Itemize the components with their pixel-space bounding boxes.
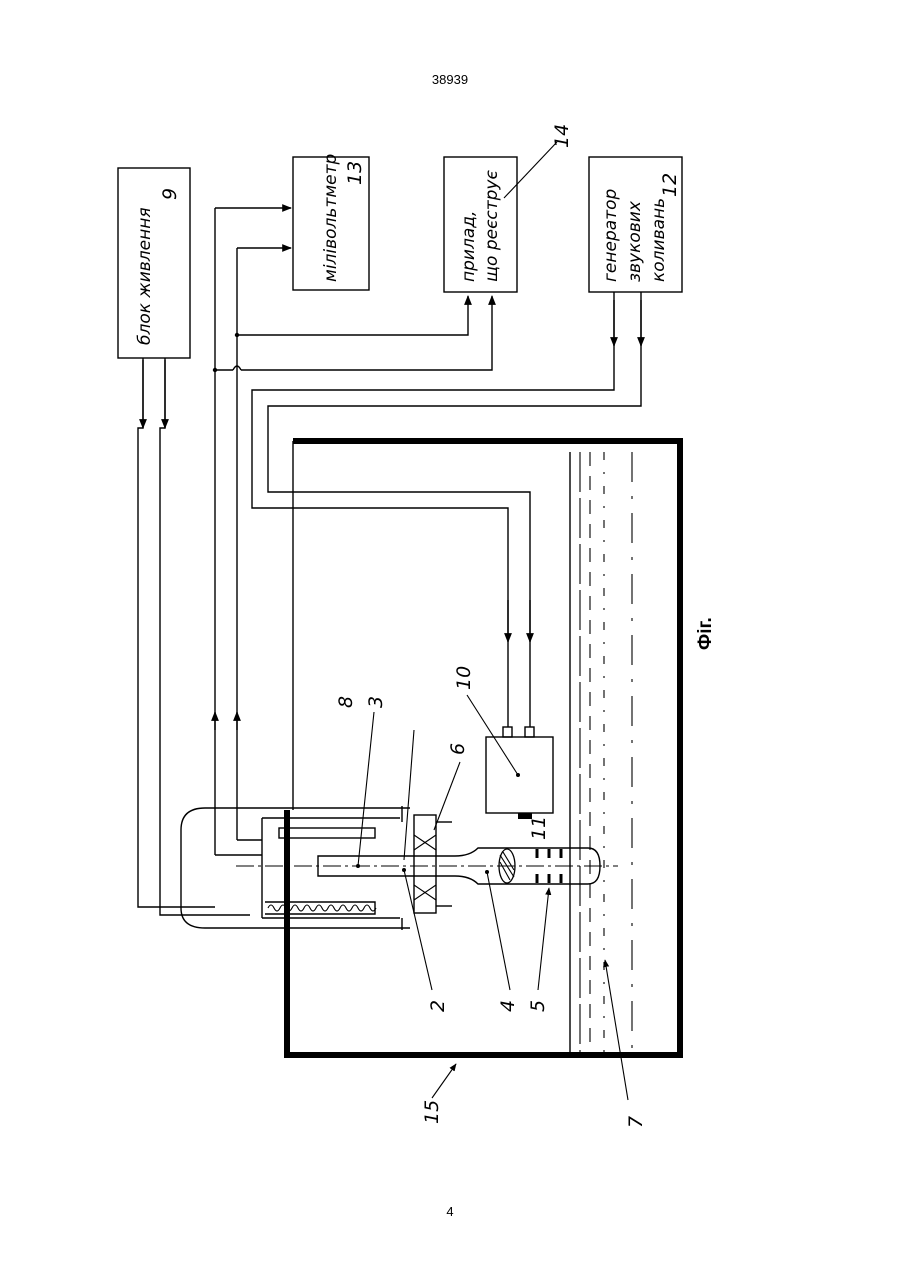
sound-generator-block: генератор звукових коливань 12 bbox=[589, 157, 682, 292]
millivoltmeter-label: мілівольтметр bbox=[321, 153, 341, 282]
callout-15: 15 bbox=[421, 1100, 443, 1124]
tank bbox=[287, 441, 680, 1055]
sound-generator-label-line1: генератор bbox=[601, 189, 621, 282]
callout-14-number: 14 bbox=[551, 124, 573, 148]
sound-generator-label-line3: коливань bbox=[649, 198, 669, 282]
callouts: 3 8 6 10 11 2 4 5 7 15 bbox=[335, 666, 647, 1128]
power-supply-block: блок живлення 9 bbox=[118, 168, 190, 358]
millivoltmeter-number: 13 bbox=[344, 161, 366, 185]
callout-14: 14 bbox=[504, 124, 573, 198]
recorder-block: прилад, що реєструє bbox=[444, 157, 517, 292]
millivoltmeter-block: мілівольтметр 13 bbox=[293, 153, 369, 290]
callout-6: 8 bbox=[335, 696, 357, 708]
callout-3: 3 bbox=[365, 696, 387, 708]
sound-generator-number: 12 bbox=[659, 173, 681, 197]
recorder-label-line2: що реєструє bbox=[482, 170, 502, 282]
wiring bbox=[138, 208, 641, 915]
figure-caption: Фіг. bbox=[695, 617, 716, 650]
callout-5: 6 bbox=[447, 743, 469, 755]
sound-generator-label-line2: звукових bbox=[625, 200, 645, 282]
callout-11: 11 bbox=[528, 816, 550, 840]
sample-ampoule bbox=[236, 848, 618, 884]
callout-4: 4 bbox=[497, 1000, 519, 1012]
callout-10: 10 bbox=[453, 666, 475, 690]
callout-2: 2 bbox=[427, 1000, 449, 1012]
power-supply-number: 9 bbox=[159, 188, 181, 200]
callout-8: 7 bbox=[625, 1116, 647, 1128]
callout-7: 5 bbox=[527, 1000, 549, 1012]
emitter bbox=[486, 640, 553, 819]
furnace bbox=[181, 806, 452, 930]
page-number: 4 bbox=[0, 1204, 900, 1219]
power-supply-label: блок живлення bbox=[135, 207, 155, 345]
recorder-label-line1: прилад, bbox=[459, 211, 479, 282]
